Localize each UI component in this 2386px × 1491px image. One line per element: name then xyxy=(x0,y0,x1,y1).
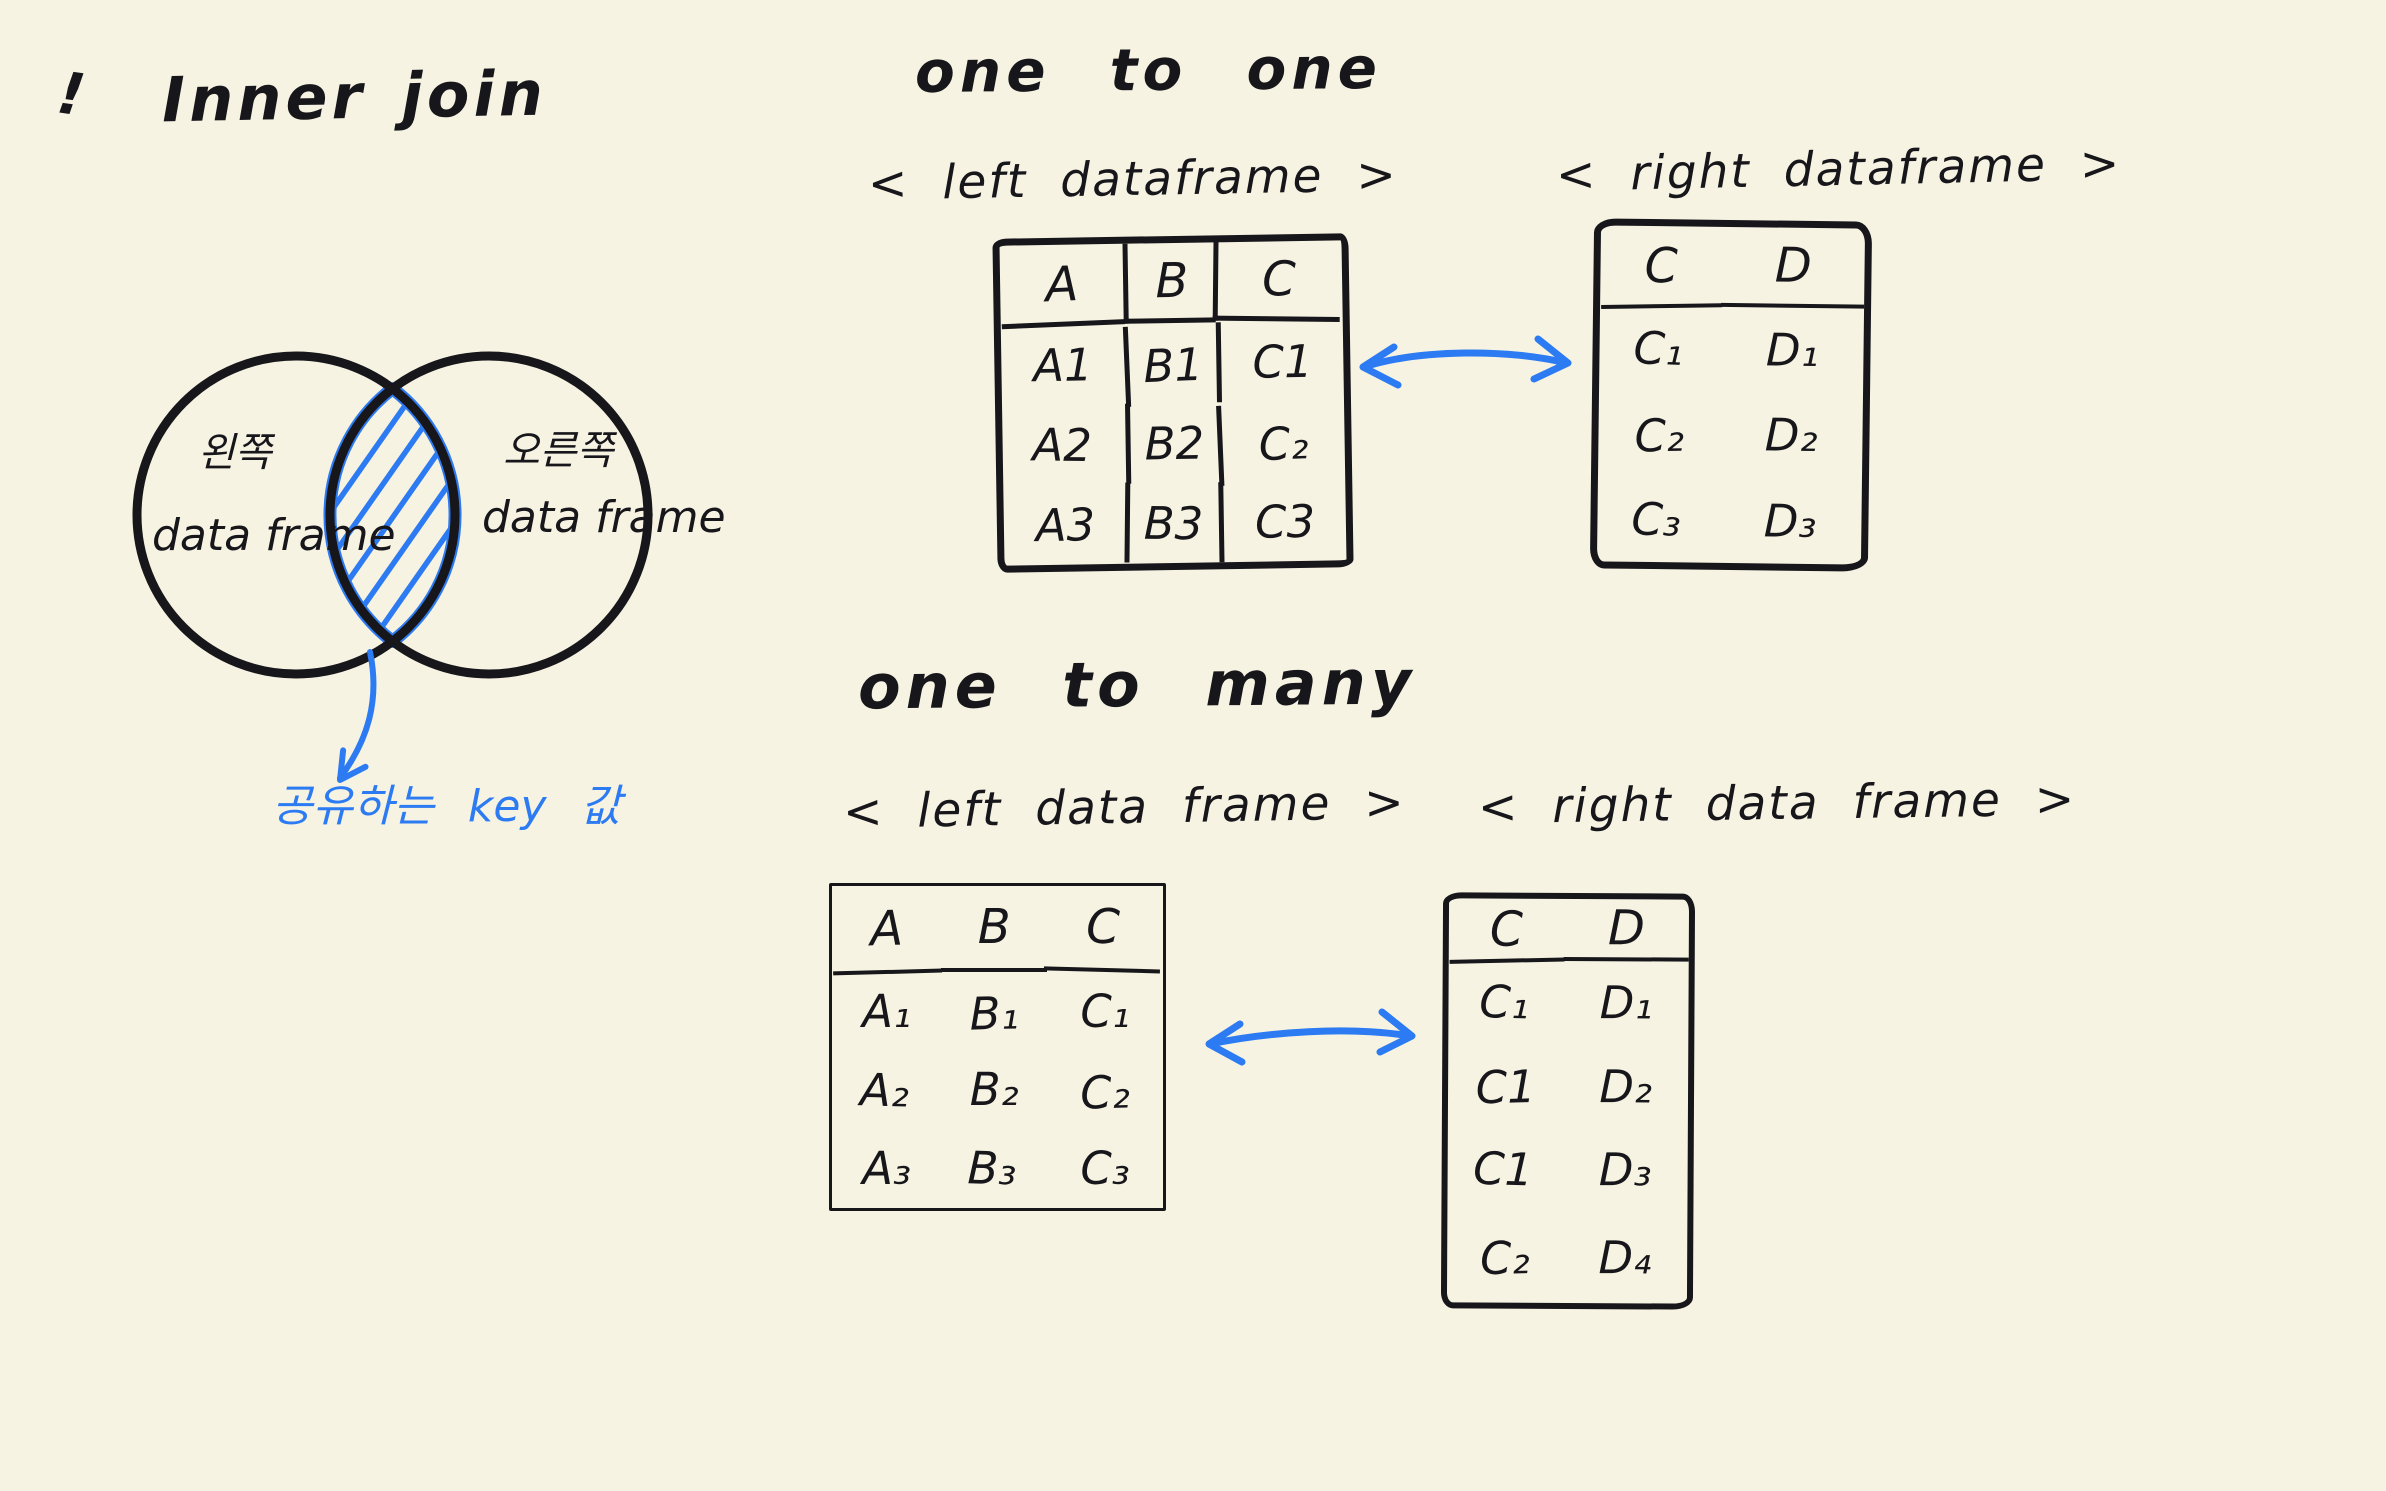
table-cell: B₁ xyxy=(969,986,1020,1041)
table-cell: C₁ xyxy=(1080,984,1130,1038)
annotation-arrow xyxy=(337,649,377,783)
column-header: C xyxy=(1213,240,1341,322)
table-cell: A1 xyxy=(1032,337,1094,392)
table-cell: C3 xyxy=(1218,480,1347,563)
table-cell: A₂ xyxy=(859,1062,910,1118)
one-to-many-left-dataframe-label: < left data frame > xyxy=(842,775,1407,840)
table-cell: B₂ xyxy=(969,1063,1019,1117)
table-cell: C₁ xyxy=(1632,321,1685,377)
table-cell: D₂ xyxy=(1764,408,1818,463)
table-cell: C1 xyxy=(1475,1060,1537,1115)
table-cell: B3 xyxy=(1124,482,1218,564)
one-to-one-right-table: C D C₁ D₁ C₂ D₂ C₃ D₃ xyxy=(1589,218,1873,572)
column-header: D xyxy=(1721,226,1866,309)
table-cell: B1 xyxy=(1122,323,1219,407)
title-text: Inner join xyxy=(161,56,548,137)
venn-right-label-en: data frame xyxy=(482,492,726,543)
venn-diagram xyxy=(132,351,653,783)
venn-left-circle xyxy=(132,351,460,679)
table-cell: C₃ xyxy=(1630,491,1682,547)
column-header: D xyxy=(1563,898,1690,962)
table-cell: C₂ xyxy=(1479,1231,1531,1286)
table-cell: B2 xyxy=(1125,402,1219,484)
venn-annotation: 공유하는 key 값 xyxy=(272,781,621,832)
one-to-one-left-table: A B C A1 B1 C1 A2 B2 C₂ A3 B3 C3 xyxy=(992,233,1354,573)
table-cell: A2 xyxy=(1032,417,1093,472)
table-cell: D₃ xyxy=(1763,494,1817,548)
page-title: ! Inner join xyxy=(53,57,547,137)
table-cell: D₄ xyxy=(1598,1230,1652,1285)
table-cell: A3 xyxy=(1035,497,1096,552)
table-cell: B₃ xyxy=(967,1141,1018,1196)
one-to-many-left-table: A B C A₁ B₁ C₁ A₂ B₂ C₂ A₃ B₃ C₃ xyxy=(829,883,1166,1211)
column-header: C xyxy=(1600,227,1723,309)
one-to-one-left-dataframe-label: < left dataframe > xyxy=(867,147,1399,212)
table-cell: D₁ xyxy=(1599,976,1653,1030)
column-header: B xyxy=(1122,242,1217,324)
venn-left-label-ko: 왼쪽 xyxy=(198,430,272,476)
table-cell: A₁ xyxy=(862,984,912,1038)
table-cell: D₃ xyxy=(1598,1143,1652,1197)
table-cell: C1 xyxy=(1216,320,1344,403)
one-to-many-right-dataframe-label: < right data frame > xyxy=(1477,771,2077,836)
one-to-one-heading: one to one xyxy=(914,33,1383,107)
table-cell: C₂ xyxy=(1216,400,1347,486)
one-to-many-right-table: C D C₁ D₁ C1 D₂ C1 D₃ C₂ D₄ xyxy=(1440,892,1696,1310)
one-to-one-right-dataframe-label: < right dataframe > xyxy=(1555,136,2122,203)
table-cell: A₃ xyxy=(862,1142,912,1196)
venn-left-label-en: data frame xyxy=(152,510,396,561)
venn-right-label-ko: 오른쪽 xyxy=(503,428,614,474)
title-marker: ! xyxy=(53,58,90,130)
column-header: C xyxy=(1448,899,1565,964)
column-header: C xyxy=(1044,884,1163,974)
table-cell: C₃ xyxy=(1080,1142,1130,1196)
table-cell: C1 xyxy=(1472,1141,1535,1197)
column-header: A xyxy=(998,244,1125,330)
table-cell: D₂ xyxy=(1599,1059,1653,1114)
one-to-many-heading: one to many xyxy=(857,645,1417,724)
table-cell: C₂ xyxy=(1634,409,1685,463)
table-cell: C₂ xyxy=(1079,1064,1131,1120)
one-to-many-link-arrow xyxy=(1205,1008,1416,1066)
column-header: A xyxy=(830,886,943,976)
one-to-one-link-arrow xyxy=(1359,335,1572,389)
venn-right-circle xyxy=(325,351,653,679)
table-cell: D₁ xyxy=(1765,323,1819,378)
table-cell: C₁ xyxy=(1478,975,1530,1030)
column-header: B xyxy=(941,886,1048,972)
